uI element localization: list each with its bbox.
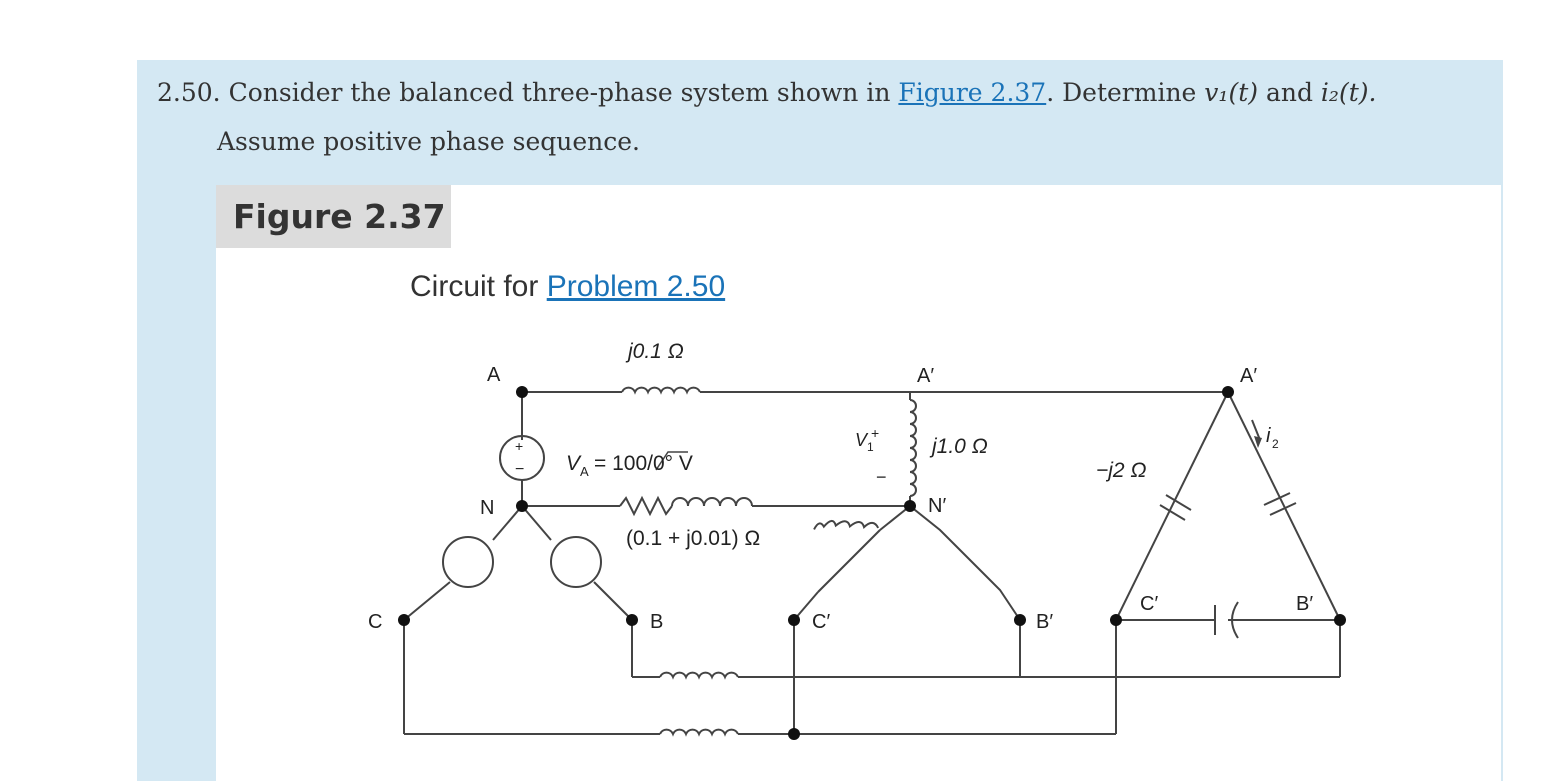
figure-container — [216, 185, 1501, 781]
label-v1: V — [855, 430, 869, 450]
figure-link[interactable]: Figure 2.37 — [898, 78, 1047, 107]
label-load-impedance: j1.0 Ω — [929, 435, 988, 458]
label-node-bp2: B′ — [1296, 593, 1313, 615]
figure-caption: Circuit for Problem 2.50 — [410, 270, 725, 304]
label-neutral-impedance: (0.1 + j0.01) Ω — [626, 527, 760, 550]
i2-arrowhead — [1254, 436, 1262, 448]
neutral-inductor — [671, 497, 753, 507]
source-minus: − — [515, 461, 524, 478]
label-i2-sub: 2 — [1272, 437, 1279, 451]
label-node-cp2: C′ — [1140, 593, 1158, 615]
node-bp2-dot — [1334, 614, 1346, 626]
neutral-resistor — [619, 495, 673, 517]
problem-statement: 2.50. Consider the balanced three-phase … — [157, 68, 1376, 166]
node-ap2-dot — [1222, 386, 1234, 398]
label-node-ap: A′ — [917, 365, 934, 387]
label-source-sub: A — [580, 464, 589, 479]
label-node-c: C — [368, 611, 382, 633]
label-i2: i — [1266, 425, 1271, 447]
node-cp2-dot — [1110, 614, 1122, 626]
node-np-dot — [904, 500, 916, 512]
label-node-b: B — [650, 611, 663, 633]
label-node-n: N — [480, 497, 494, 519]
node-a-dot — [516, 386, 528, 398]
junction-dot — [788, 728, 800, 740]
node-n-dot — [516, 500, 528, 512]
label-node-bp: B′ — [1036, 611, 1053, 633]
source-plus: + — [515, 438, 523, 454]
label-node-cp: C′ — [812, 611, 830, 633]
problem-link[interactable]: Problem 2.50 — [546, 270, 726, 303]
label-v1-minus: − — [876, 467, 887, 487]
problem-number: 2.50. — [157, 78, 221, 107]
problem-text-b: . Determine — [1046, 78, 1197, 107]
load-inductor-c — [813, 519, 880, 530]
problem-text-a: Consider the balanced three-phase system… — [228, 78, 891, 107]
label-node-np: N′ — [928, 495, 946, 517]
label-node-ap2: A′ — [1240, 365, 1257, 387]
label-node-a: A — [487, 364, 501, 386]
and-text: and — [1265, 78, 1313, 107]
label-source-value: = 100/0° V — [594, 452, 693, 475]
label-v1-plus: + — [871, 425, 879, 441]
line-inductor-a — [621, 386, 701, 395]
caption-prefix: Circuit for — [410, 270, 539, 303]
label-v1-sub: 1 — [867, 440, 874, 454]
load-inductor-a — [909, 399, 917, 497]
v1-symbol: v₁(t) — [1204, 78, 1258, 107]
line-inductor-c — [659, 728, 739, 737]
problem-line2: Assume positive phase sequence. — [217, 127, 640, 156]
label-cap-impedance: −j2 Ω — [1096, 459, 1146, 482]
i2-symbol: i₂(t). — [1320, 78, 1377, 107]
line-inductor-b — [659, 671, 739, 680]
label-line-impedance: j0.1 Ω — [625, 340, 684, 363]
node-cp-dot — [788, 614, 800, 626]
node-b-dot — [626, 614, 638, 626]
figure-label: Figure 2.37 — [216, 185, 451, 248]
node-c-dot — [398, 614, 410, 626]
label-source: V — [566, 452, 582, 475]
node-bp-dot — [1014, 614, 1026, 626]
